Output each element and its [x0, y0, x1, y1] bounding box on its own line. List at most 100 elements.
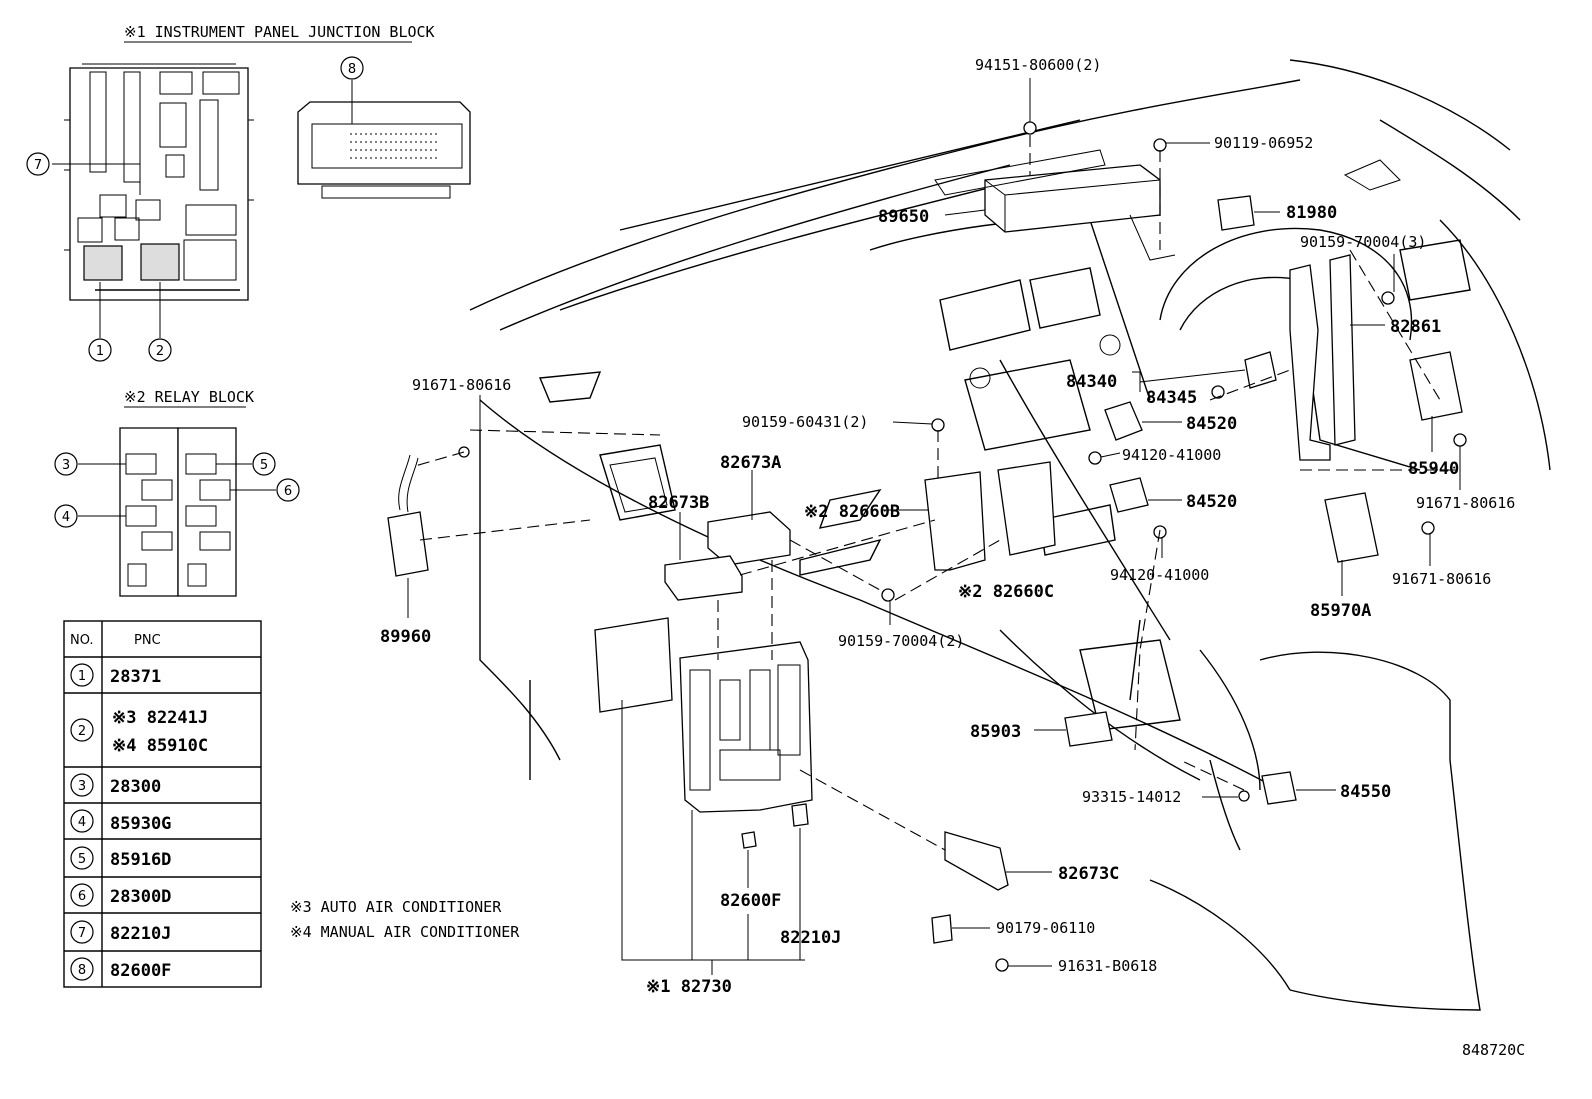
part-84550 — [1261, 771, 1297, 805]
label-91671-a: 91671-80616 — [412, 376, 511, 394]
part-85940 — [1409, 351, 1463, 421]
relay-block-title: ※2 RELAY BLOCK — [124, 388, 254, 406]
label-90159-60431: 90159-60431(2) — [742, 413, 868, 431]
label-84520-b: 84520 — [1186, 492, 1237, 512]
figure-code: 848720C — [1462, 1041, 1525, 1059]
part-labels: 94151-80600(2) 90119-06952 89650 81980 9… — [380, 56, 1515, 997]
part-85903 — [1064, 711, 1113, 747]
label-82660B: ※2 82660B — [804, 502, 900, 522]
callout-3: 3 — [62, 458, 70, 473]
bolt-93315 — [1238, 790, 1250, 802]
part-81980 — [1217, 195, 1255, 231]
bolt-91631 — [995, 958, 1009, 972]
label-84345: 84345 — [1146, 388, 1197, 408]
label-82673B: 82673B — [648, 493, 709, 513]
label-84340: 84340 — [1066, 372, 1117, 392]
label-89650: 89650 — [878, 207, 929, 227]
part-85970A — [1324, 492, 1379, 563]
part-89960 — [387, 446, 470, 577]
label-93315: 93315-14012 — [1082, 788, 1181, 806]
label-91671-c: 91671-80616 — [1392, 570, 1491, 588]
part-82861-b — [1329, 254, 1356, 446]
part-82861 — [1289, 264, 1331, 461]
part-90179 — [931, 914, 953, 944]
label-82600F: 82600F — [720, 891, 781, 911]
callout-5: 5 — [260, 458, 268, 473]
label-94120-a: 94120-41000 — [1122, 446, 1221, 464]
assembly-dashes — [414, 135, 1460, 851]
label-84520-a: 84520 — [1186, 414, 1237, 434]
label-82730: ※1 82730 — [646, 977, 732, 997]
label-94151: 94151-80600(2) — [975, 56, 1101, 74]
label-90159-3: 90159-70004(3) — [1300, 233, 1426, 251]
table-row-no: 8 — [78, 963, 86, 978]
table-row-no: 3 — [78, 779, 86, 794]
callout-7: 7 — [34, 158, 42, 173]
callout-6: 6 — [284, 484, 292, 499]
table-row-no: 5 — [78, 852, 86, 867]
table-row-pnc: 28300 — [110, 777, 161, 797]
bolt-90159-70004-3 — [1381, 291, 1395, 305]
label-82673A: 82673A — [720, 453, 781, 473]
part-84520-b — [1109, 477, 1149, 513]
part-84340 — [1244, 351, 1277, 389]
part-82660B — [924, 471, 986, 571]
label-81980: 81980 — [1286, 203, 1337, 223]
label-94120-b: 94120-41000 — [1110, 566, 1209, 584]
table-row-no: 4 — [78, 815, 86, 830]
label-82673C: 82673C — [1058, 864, 1119, 884]
bolt-90119 — [1153, 138, 1167, 152]
callout-2: 2 — [156, 344, 164, 359]
table-row-pnc: 85916D — [110, 850, 171, 870]
part-82730 — [594, 617, 813, 813]
callout-4: 4 — [62, 510, 70, 525]
nut-84345 — [1211, 385, 1225, 399]
note-manual-ac: ※4 MANUAL AIR CONDITIONER — [290, 923, 520, 941]
table-row-pnc: 82600F — [110, 961, 171, 981]
table-row-pnc: 28300D — [110, 887, 171, 907]
label-90179: 90179-06110 — [996, 919, 1095, 937]
part-89650 — [934, 121, 1176, 261]
bolt-91671-a — [1453, 433, 1467, 447]
label-91631: 91631-B0618 — [1058, 957, 1157, 975]
table-row-no: 6 — [78, 889, 86, 904]
table-row-pnc: ※3 82241J — [112, 708, 208, 728]
label-84550: 84550 — [1340, 782, 1391, 802]
bolt-90159-60431 — [931, 418, 945, 432]
relay-block-inset: ※2 RELAY BLOCK 3 4 5 6 — [54, 388, 300, 597]
part-82210J — [791, 803, 809, 827]
table-row-pnc-alt: ※4 85910C — [112, 736, 208, 756]
nut-94120-a — [1088, 451, 1102, 465]
callout-8: 8 — [348, 62, 356, 77]
table-row-pnc: 85930G — [110, 814, 171, 834]
label-82660C: ※2 82660C — [958, 582, 1054, 602]
table-row-no: 1 — [78, 669, 86, 684]
table-row-pnc: 82210J — [110, 924, 171, 944]
label-91671-b: 91671-80616 — [1416, 494, 1515, 512]
table-row-pnc: 28371 — [110, 667, 161, 687]
table-row-no: 2 — [78, 724, 86, 739]
callout-1: 1 — [96, 344, 104, 359]
label-89960: 89960 — [380, 627, 431, 647]
part-82673C — [944, 831, 1009, 891]
part-82600F — [741, 831, 757, 849]
note-auto-ac: ※3 AUTO AIR CONDITIONER — [290, 898, 502, 916]
label-85970A: 85970A — [1310, 601, 1371, 621]
label-82861: 82861 — [1390, 317, 1441, 337]
part-82673B — [664, 555, 743, 601]
label-82210J: 82210J — [780, 928, 841, 948]
bolt-90159-70004-2 — [881, 588, 895, 602]
bolt-91671-b — [1421, 521, 1435, 535]
label-90119: 90119-06952 — [1214, 134, 1313, 152]
junction-block-title: ※1 INSTRUMENT PANEL JUNCTION BLOCK — [124, 23, 435, 41]
leader-lines — [407, 78, 1461, 975]
part-82660C — [997, 461, 1056, 556]
part-84520-a — [1104, 401, 1143, 441]
table-header-pnc: PNC — [134, 633, 161, 648]
label-85903: 85903 — [970, 722, 1021, 742]
dashboard-outline — [469, 59, 1551, 1011]
label-85940: 85940 — [1408, 459, 1459, 479]
part-82673A — [707, 511, 791, 566]
table-header-no: NO. — [70, 633, 94, 648]
